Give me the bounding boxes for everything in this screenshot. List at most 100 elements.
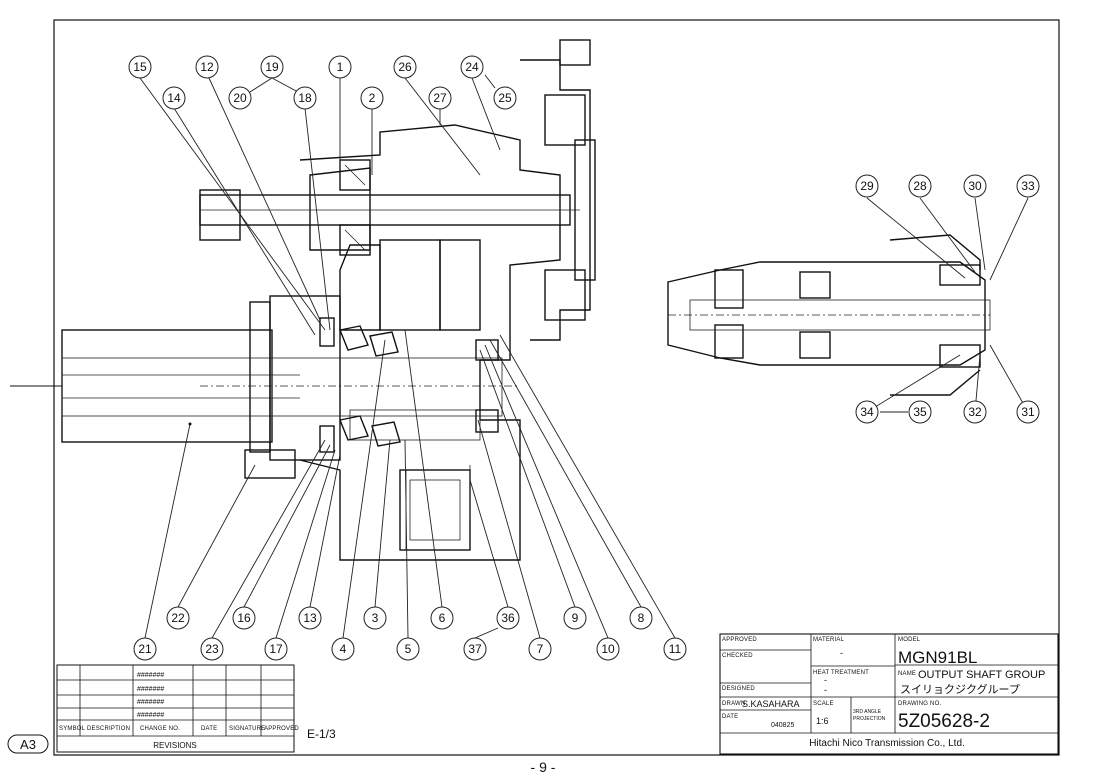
checked-label: CHECKED	[722, 653, 753, 659]
material-value: -	[840, 648, 843, 658]
balloon-item: 33	[1016, 174, 1040, 198]
balloon-label: 33	[1021, 179, 1035, 193]
balloon-label: 32	[968, 405, 982, 419]
title-block: APPROVED CHECKED DESIGNED DRAWN S.KASAHA…	[719, 633, 1059, 755]
balloon-label: 13	[303, 611, 317, 625]
balloon-item: 26	[393, 55, 417, 79]
balloon-label: 27	[433, 91, 447, 105]
balloon-item: 7	[528, 637, 552, 661]
balloon-label: 23	[205, 642, 219, 656]
revision-header: SIGNATURE	[229, 726, 265, 732]
balloon-label: 2	[369, 91, 376, 105]
drawn-by-value: S.KASAHARA	[742, 699, 800, 709]
scale-value: 1:6	[816, 716, 829, 726]
balloon-label: 34	[860, 405, 874, 419]
balloon-item: 29	[855, 174, 879, 198]
balloon-label: 5	[405, 642, 412, 656]
balloon-label: 12	[200, 60, 214, 74]
balloon-item: 34	[855, 400, 879, 424]
balloon-item: 4	[331, 637, 355, 661]
balloon-label: 28	[913, 179, 927, 193]
model-value: MGN91BL	[898, 648, 977, 667]
balloon-item: 32	[963, 400, 987, 424]
revision-mark: #######	[137, 699, 164, 706]
drawn-label: DRAWN	[722, 701, 745, 707]
balloon-item: 5	[396, 637, 420, 661]
designed-label: DESIGNED	[722, 686, 755, 692]
material-label: MATERIAL	[813, 637, 845, 643]
balloon-item: 20	[228, 86, 252, 110]
projection-label: 3RD ANGLE	[853, 709, 882, 715]
balloon-label: 10	[601, 642, 615, 656]
balloon-label: 11	[669, 642, 682, 656]
balloon-item: 3	[363, 606, 387, 630]
balloon-label: 8	[638, 611, 645, 625]
revision-mark: #######	[137, 686, 164, 693]
balloon-label: 19	[265, 60, 279, 74]
balloon-item: 21	[133, 637, 157, 661]
balloon-item: 10	[596, 637, 620, 661]
sheet-reference: E-1/3	[307, 727, 336, 741]
heat-treatment-value: -	[824, 675, 827, 685]
balloon-label: 7	[537, 642, 544, 656]
balloon-item: 37	[463, 637, 487, 661]
balloon-label: 1	[337, 60, 344, 74]
revision-header: CHANGE NO.	[140, 726, 180, 732]
revision-header: DATE	[201, 726, 217, 732]
model-label: MODEL	[898, 637, 921, 643]
revision-mark: #######	[137, 672, 164, 679]
balloon-label: 3	[372, 611, 379, 625]
balloon-label: 29	[860, 179, 874, 193]
projection-label-2: PROJECTION	[853, 716, 886, 722]
balloon-item: 31	[1016, 400, 1040, 424]
balloon-label: 17	[269, 642, 283, 656]
paper-size-label: A3	[20, 737, 36, 752]
balloon-item: 8	[629, 606, 653, 630]
revision-header: DESCRIPTION	[87, 726, 130, 732]
sheet-border	[53, 19, 1060, 756]
balloon-item: 23	[200, 637, 224, 661]
balloon-label: 22	[171, 611, 185, 625]
balloon-item: 35	[908, 400, 932, 424]
detail-view-section	[667, 197, 1029, 413]
balloon-label: 15	[133, 60, 147, 74]
company-name: Hitachi Nico Transmission Co., Ltd.	[809, 738, 965, 749]
balloon-label: 37	[468, 642, 482, 656]
name-label: NAME	[898, 671, 916, 677]
drawing-number-value: 5Z05628-2	[898, 711, 990, 732]
balloon-item: 36	[496, 606, 520, 630]
revision-mark: #######	[137, 712, 164, 719]
balloon-item: 28	[908, 174, 932, 198]
date-value: 040825	[771, 722, 794, 729]
balloon-label: 25	[498, 91, 512, 105]
balloon-item: 6	[430, 606, 454, 630]
balloon-item: 16	[232, 606, 256, 630]
balloon-item: 30	[963, 174, 987, 198]
approved-label: APPROVED	[722, 637, 757, 643]
balloon-label: 30	[968, 179, 982, 193]
paper-size-badge: A3	[7, 734, 49, 754]
balloon-label: 4	[340, 642, 347, 656]
balloon-item: 17	[264, 637, 288, 661]
revisions-title: REVISIONS	[153, 741, 197, 750]
revision-header: APPROVED	[264, 726, 299, 732]
balloon-item: 25	[493, 86, 517, 110]
balloon-label: 16	[237, 611, 251, 625]
drawing-number-label: DRAWING NO.	[898, 701, 941, 707]
heat-treatment-label: HEAT TREATMENT	[813, 670, 869, 676]
balloon-label: 20	[233, 91, 247, 105]
page-number: - 9 -	[531, 759, 556, 775]
balloon-item: 15	[128, 55, 152, 79]
balloon-item: 14	[162, 86, 186, 110]
balloon-item: 22	[166, 606, 190, 630]
balloon-label: 18	[298, 91, 312, 105]
balloon-label: 35	[913, 405, 927, 419]
main-assembly-section	[61, 39, 676, 639]
revision-header: SYMBOL	[59, 726, 86, 732]
balloon-item: 19	[260, 55, 284, 79]
scale-label: SCALE	[813, 701, 834, 707]
balloon-label: 26	[398, 60, 412, 74]
balloon-label: 36	[501, 611, 515, 625]
balloon-item: 24	[460, 55, 484, 79]
revisions-table: ####### ####### ####### ####### SYMBOL D…	[56, 664, 299, 753]
